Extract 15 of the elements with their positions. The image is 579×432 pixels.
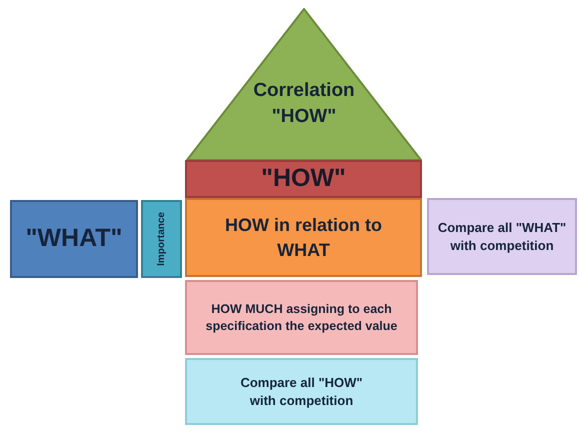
section-label: "WHAT" bbox=[26, 223, 122, 254]
matrix-section bbox=[141, 200, 182, 278]
section-label: HOW MUCH assigning to each specification the expected value bbox=[204, 300, 398, 334]
matrix-section bbox=[10, 200, 138, 278]
section-label: HOW in relation to WHAT bbox=[224, 214, 383, 262]
matrix-section bbox=[185, 160, 422, 198]
section-label: Compare all "HOW" with competition bbox=[239, 374, 364, 410]
matrix-section bbox=[185, 198, 422, 277]
section-label: Correlation "HOW" bbox=[252, 79, 356, 129]
matrix-section bbox=[427, 198, 577, 275]
matrix-section bbox=[185, 280, 418, 355]
section-label: Importance bbox=[154, 212, 168, 266]
section-label: "HOW" bbox=[261, 163, 346, 194]
section-label: Compare all "WHAT" with competition bbox=[436, 218, 568, 254]
matrix-section bbox=[185, 358, 418, 425]
